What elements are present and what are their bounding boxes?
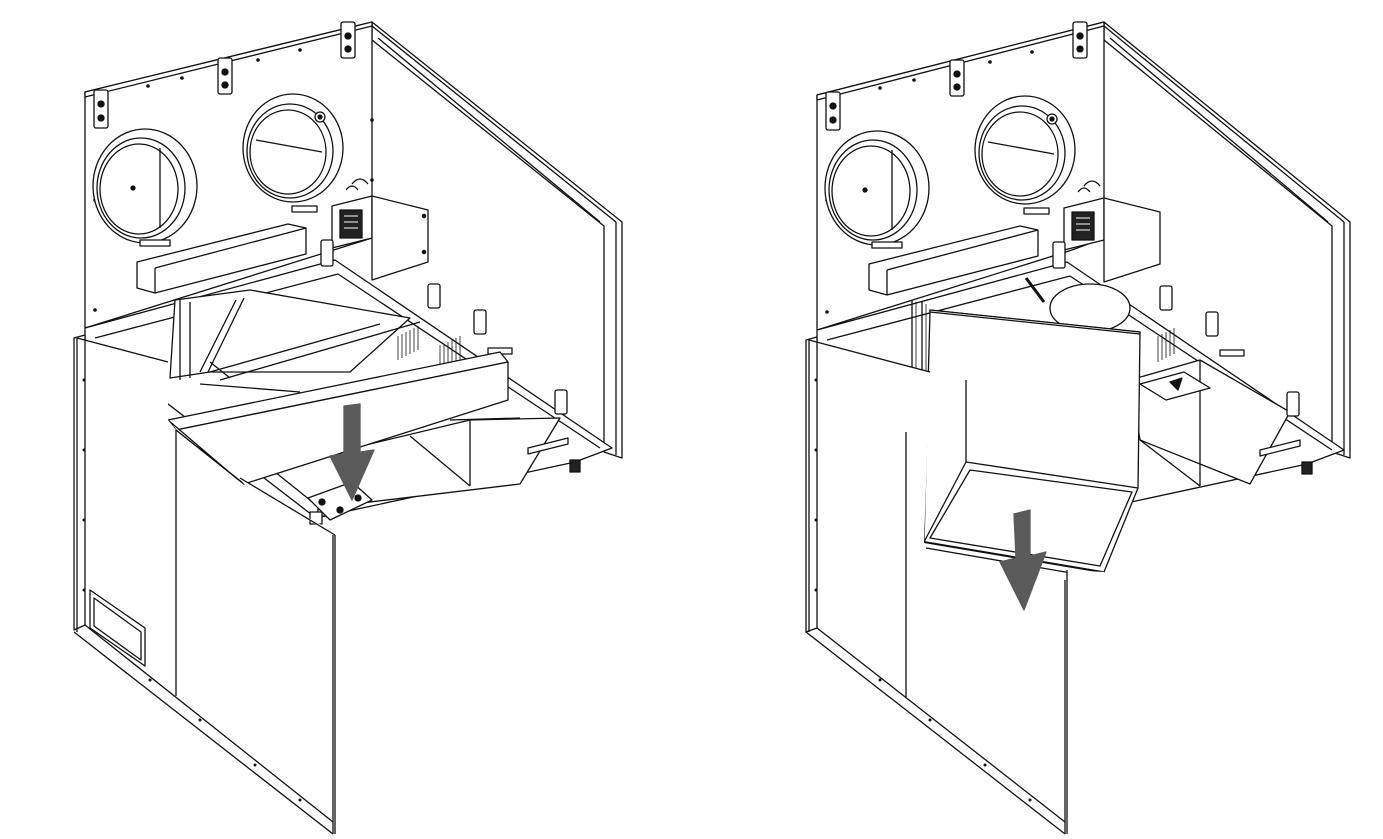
hinge-bracket-icon [826, 22, 1087, 130]
step-1-filter-removal [0, 0, 660, 835]
hinge-bracket-icon [94, 22, 355, 128]
terminal-block-icon [1064, 181, 1104, 250]
door-panel [806, 337, 1104, 835]
arrow-down-icon [330, 404, 374, 500]
door-panel [74, 335, 335, 835]
arrow-down-icon [1000, 510, 1046, 610]
terminal-block-icon [332, 179, 372, 248]
filter-panel [168, 352, 508, 484]
side-module [1104, 198, 1160, 282]
controller-housing [869, 208, 1049, 295]
side-module [372, 196, 428, 280]
step-2-heat-exchanger-removal [730, 0, 1383, 835]
controller-housing [137, 206, 317, 293]
duct-collar-icon [93, 94, 343, 243]
heat-exchanger-block [924, 310, 1140, 578]
duct-collar-icon [825, 96, 1075, 245]
